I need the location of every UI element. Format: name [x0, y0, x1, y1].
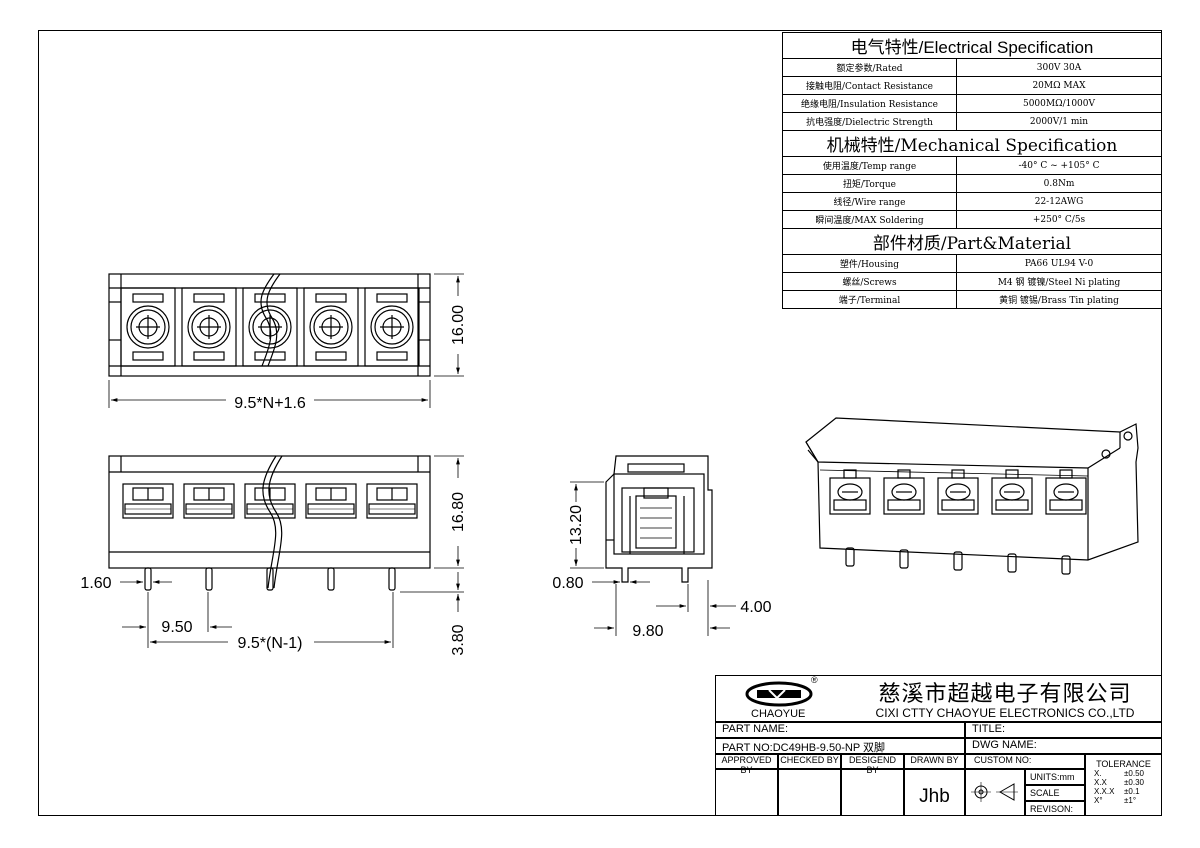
checked-by-label: CHECKED BY	[778, 754, 841, 769]
isometric-view	[805, 417, 1139, 575]
side-depth-label: 9.80	[632, 623, 663, 640]
scale-label: SCALE	[1025, 785, 1085, 801]
front-view	[108, 455, 431, 591]
pin-iso	[1007, 553, 1017, 573]
drawing-frame	[38, 30, 1162, 816]
span-label: 9.5*(N-1)	[238, 635, 303, 652]
tolerance-box: TOLERANCE X.±0.50 X.X±0.30 X.X.X±0.1 X°±…	[1085, 754, 1162, 816]
drawn-by-label: DRAWN BY	[904, 754, 965, 769]
designed-by-label: DESIGEND BY	[841, 754, 904, 775]
terminal-cell-top	[303, 287, 359, 367]
terminal-cell-front	[122, 483, 174, 519]
top-view	[108, 273, 431, 377]
side-view	[605, 455, 713, 583]
terminal-cell-top	[120, 287, 176, 367]
side-dimensions	[570, 481, 736, 636]
top-height-label: 16.00	[450, 305, 467, 345]
specification-table: 电气特性/Electrical Specification 额定参数/Rated…	[782, 32, 1162, 309]
tolerance-title: TOLERANCE	[1096, 759, 1151, 769]
top-height-dimension	[434, 273, 464, 377]
terminal-cell-iso	[883, 469, 925, 515]
mechanical-spec-title: 机械特性/Mechanical Specification	[782, 130, 1162, 157]
pin-iso	[899, 549, 909, 569]
title-label: TITLE:	[965, 722, 1162, 738]
custom-no-label: CUSTOM NO:	[965, 754, 1085, 769]
company-name-en: CIXI CTTY CHAOYUE ELECTRONICS CO.,LTD	[875, 706, 1135, 720]
company-header	[715, 675, 1162, 722]
logo-registered-mark: ®	[811, 675, 818, 685]
terminal-cell-front	[183, 483, 235, 519]
pin	[144, 567, 152, 591]
pin	[388, 567, 396, 591]
terminal-cell-front	[305, 483, 357, 519]
front-height-dimension	[400, 455, 464, 612]
tolerance-row: X.±0.50	[1094, 769, 1144, 778]
pin-iso	[1061, 555, 1071, 575]
pin-length-label: 3.80	[450, 624, 467, 655]
terminal-cell-iso	[937, 469, 979, 515]
revision-label: REVISON:	[1025, 801, 1085, 816]
drawn-by-value: Jhb	[904, 769, 965, 816]
pin-width-label: 1.60	[80, 575, 111, 592]
side-pin-label: 0.80	[552, 575, 583, 592]
tolerance-row: X.X.X±0.1	[1094, 787, 1140, 796]
tolerance-row: X.X±0.30	[1094, 778, 1144, 787]
pin-iso	[845, 547, 855, 567]
units-label: UNITS:mm	[1025, 769, 1085, 785]
title-block: ® CHAOYUE 慈溪市超越电子有限公司 CIXI CTTY CHAOYUE …	[715, 675, 1162, 816]
front-pin-dimensions	[120, 580, 394, 648]
tolerance-row: X°±1°	[1094, 796, 1137, 805]
dwg-name-label: DWG NAME:	[965, 738, 1162, 754]
material-spec-title: 部件材质/Part&Material	[782, 228, 1162, 255]
terminal-cell-iso	[991, 469, 1033, 515]
pitch-label: 9.50	[161, 619, 192, 636]
terminal-cell-iso	[829, 469, 871, 515]
terminal-cell-front	[366, 483, 418, 519]
projection-symbol	[965, 769, 1025, 816]
part-name-label: PART NAME:	[715, 722, 965, 738]
terminal-cell-top	[364, 287, 420, 367]
side-offset-label: 4.00	[740, 599, 771, 616]
company-name-cn: 慈溪市超越电子有限公司	[878, 681, 1132, 706]
front-height-label: 16.80	[450, 492, 467, 532]
pin	[266, 567, 274, 591]
company-logo	[745, 681, 813, 707]
terminal-cell-iso	[1045, 469, 1087, 515]
pin-iso	[953, 551, 963, 571]
part-number: PART NO:DC49HB-9.50-NP 双脚	[715, 738, 965, 754]
side-height-label: 13.20	[568, 505, 585, 545]
third-angle-projection-icon	[971, 782, 1018, 802]
approved-by-label: APPROVED BY	[715, 754, 778, 775]
pin	[327, 567, 335, 591]
terminal-cell-top	[181, 287, 237, 367]
pin	[205, 567, 213, 591]
top-width-dimension	[108, 380, 431, 408]
logo-text: CHAOYUE	[751, 708, 806, 720]
top-width-label: 9.5*N+1.6	[234, 395, 306, 412]
